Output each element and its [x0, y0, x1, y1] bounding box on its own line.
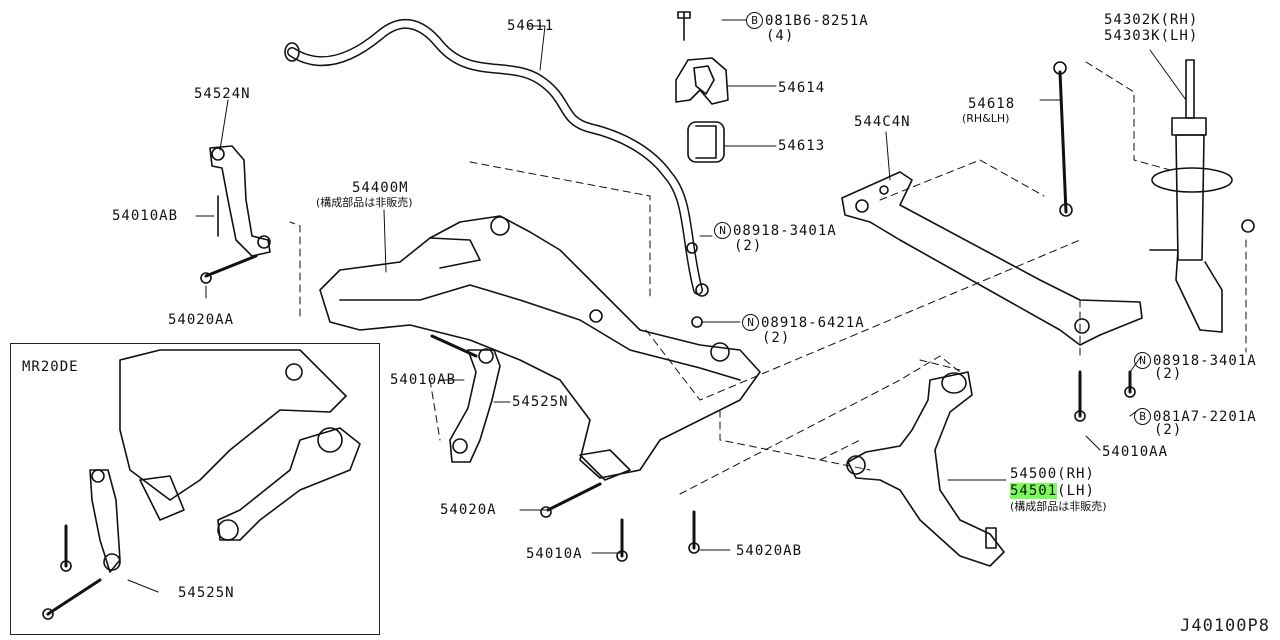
inset-label-54525n[interactable]: 54525N — [178, 585, 235, 601]
part-number: 081A7-2201A — [1153, 409, 1257, 425]
subframe — [319, 215, 761, 479]
label-54020aa[interactable]: 54020AA — [168, 312, 235, 328]
side-lh: (LH) — [1057, 483, 1095, 499]
label-54303k[interactable]: 54303K(LH) — [1104, 28, 1199, 44]
note-54501: (構成部品は非販売) — [1010, 500, 1107, 513]
lower-control-arm — [847, 371, 1005, 567]
label-54613[interactable]: 54613 — [778, 138, 826, 154]
label-54611[interactable]: 54611 — [507, 18, 555, 34]
label-54501[interactable]: 54501(LH) — [1010, 483, 1095, 499]
label-54010ab-mid[interactable]: 54010AB — [390, 372, 457, 388]
label-54010aa[interactable]: 54010AA — [1102, 444, 1169, 460]
label-54010ab-top[interactable]: 54010AB — [112, 208, 179, 224]
nut-symbol-icon: N — [714, 222, 731, 239]
label-544c4n[interactable]: 544C4N — [854, 114, 911, 130]
label-54400m[interactable]: 54400M — [352, 180, 409, 196]
note-54400m: (構成部品は非販売) — [316, 196, 413, 209]
label-54525n[interactable]: 54525N — [512, 394, 569, 410]
label-54618[interactable]: 54618 — [968, 96, 1016, 112]
label-54020a[interactable]: 54020A — [440, 502, 497, 518]
bolt-symbol-icon: B — [746, 12, 763, 29]
note-54618: (RH&LH) — [962, 112, 1010, 125]
highlighted-part-number: 54501 — [1010, 483, 1058, 499]
qty-08918-3401a-upper: (2) — [734, 238, 763, 254]
qty-081a7-2201a: (2) — [1154, 422, 1183, 438]
qty-081b6: (4) — [766, 28, 795, 44]
nut-symbol-icon: N — [1134, 352, 1151, 369]
label-54302k[interactable]: 54302K(RH) — [1104, 12, 1199, 28]
stabilizer-bar — [287, 18, 703, 295]
part-number: 081B6-8251A — [765, 13, 869, 29]
strut-assembly — [1185, 59, 1195, 119]
nut-symbol-icon: N — [742, 314, 759, 331]
cross-member — [841, 171, 1143, 346]
bolt-symbol-icon: B — [1134, 408, 1151, 425]
part-number: 08918-3401A — [1153, 353, 1257, 369]
label-54010a[interactable]: 54010A — [526, 546, 583, 562]
qty-08918-3401a-lower: (2) — [1154, 366, 1183, 382]
part-number: 08918-3401A — [733, 223, 837, 239]
label-54614[interactable]: 54614 — [778, 80, 826, 96]
inset-title: MR20DE — [22, 359, 79, 375]
inset-drawing — [42, 349, 361, 620]
qty-08918-6421a: (2) — [762, 330, 791, 346]
part-number: 08918-6421A — [761, 315, 865, 331]
label-54020ab[interactable]: 54020AB — [736, 543, 803, 559]
label-54524n[interactable]: 54524N — [194, 86, 251, 102]
label-54500[interactable]: 54500(RH) — [1010, 466, 1095, 482]
diagram-code: J40100P8 — [1180, 616, 1270, 636]
engine-variant-inset — [10, 343, 380, 635]
